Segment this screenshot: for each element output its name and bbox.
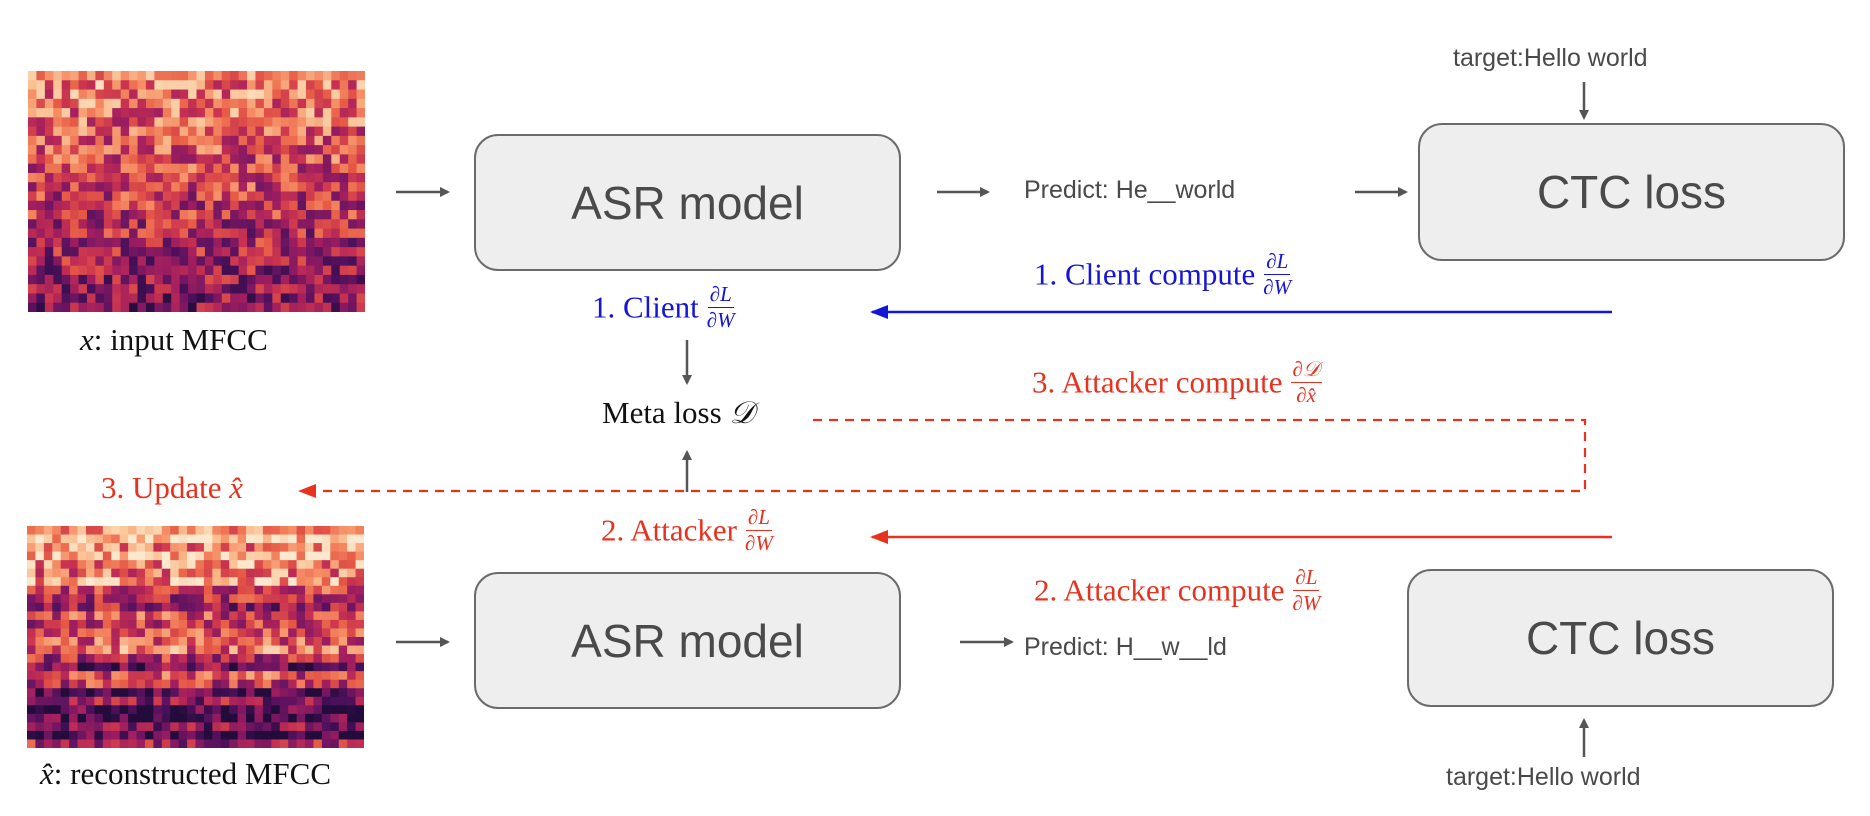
ctc-loss-label-bottom: CTC loss: [1525, 612, 1716, 664]
asr-model-box-bottom: ASR model: [474, 572, 901, 709]
meta-gradient-fraction: ∂𝒟∂x̂: [1290, 357, 1322, 407]
recon-var-xhat: x̂: [40, 756, 54, 791]
meta-loss-text: Meta loss: [602, 395, 722, 430]
frac-den: ∂W: [745, 531, 773, 555]
attacker-grad-text: 2. Attacker: [601, 512, 738, 548]
ctc-loss-box-bottom: CTC loss: [1407, 569, 1834, 707]
frac-den: ∂W: [706, 308, 735, 332]
frac-num: ∂L: [1293, 565, 1320, 591]
frac-den: ∂x̂: [1296, 383, 1316, 407]
frac-num: ∂𝒟: [1290, 357, 1322, 383]
update-text: 3. Update: [101, 470, 222, 505]
attacker-compute-label: 2. Attacker compute ∂L∂W: [1034, 567, 1321, 617]
client-grad-fraction: ∂L∂W: [707, 284, 735, 331]
target-text-bottom: target:Hello world: [1446, 763, 1641, 791]
asr-model-label-bottom: ASR model: [571, 614, 804, 667]
input-var-x: x: [80, 322, 94, 357]
frac-num: ∂L: [707, 282, 734, 308]
attacker-grad-label: 2. Attacker∂L∂W: [601, 507, 773, 557]
recon-caption-text: : reconstructed MFCC: [53, 756, 332, 791]
attacker-compute-text: 2. Attacker compute: [1034, 572, 1285, 608]
input-mfcc-caption: x: input MFCC: [80, 322, 268, 358]
update-xhat-label: 3. Update x̂: [101, 470, 243, 506]
input-caption-text: : input MFCC: [93, 322, 268, 357]
asr-model-box-top: ASR model: [474, 134, 901, 271]
client-compute-fraction: ∂L∂W: [1263, 251, 1291, 298]
ctc-loss-label-top: CTC loss: [1536, 166, 1727, 218]
reconstructed-mfcc-heatmap: [27, 526, 364, 748]
predict-text-top: Predict: He__world: [1024, 176, 1236, 204]
client-compute-text: 1. Client compute: [1034, 256, 1256, 292]
meta-loss-label: Meta loss 𝒟: [602, 395, 754, 432]
attacker-compute-meta-text: 3. Attacker compute: [1032, 364, 1283, 400]
update-var-xhat: x̂: [229, 470, 244, 505]
client-grad-label: 1. Client ∂L∂W: [592, 284, 735, 334]
frac-den: ∂W: [1263, 275, 1292, 299]
attacker-grad-fraction: ∂L∂W: [745, 507, 773, 554]
client-compute-label: 1. Client compute∂L∂W: [1034, 251, 1291, 301]
reconstructed-mfcc-caption: x̂: reconstructed MFCC: [40, 756, 331, 792]
input-mfcc-heatmap: [28, 71, 365, 312]
ctc-loss-box-top: CTC loss: [1418, 123, 1845, 261]
target-text-top: target:Hello world: [1453, 44, 1648, 72]
arrow-update-xhat-dashed: [298, 418, 1587, 498]
predict-text-bottom: Predict: H__w__ld: [1024, 633, 1227, 661]
meta-loss-symbol: 𝒟: [729, 395, 755, 431]
client-grad-text: 1. Client: [592, 289, 699, 325]
frac-num: ∂L: [1264, 249, 1291, 275]
asr-model-label-top: ASR model: [571, 176, 804, 229]
attacker-compute-meta-label: 3. Attacker compute∂𝒟∂x̂: [1032, 357, 1322, 409]
frac-den: ∂W: [1292, 591, 1321, 615]
attacker-compute-fraction: ∂L∂W: [1293, 567, 1321, 614]
frac-num: ∂L: [745, 505, 772, 531]
